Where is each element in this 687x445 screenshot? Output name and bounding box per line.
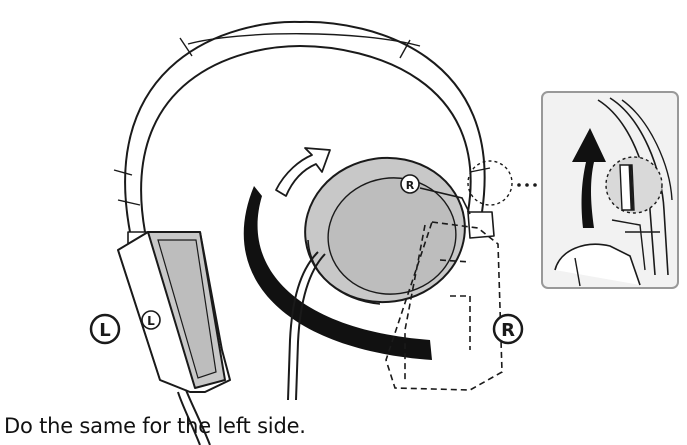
left-ear-cup: L: [117, 231, 231, 445]
instruction-caption: Do the same for the left side.: [4, 414, 306, 438]
right-marker: R: [492, 313, 524, 345]
curved-arrow-icon: [243, 147, 432, 360]
right-cable: [287, 251, 319, 401]
left-cup-marker-text: L: [147, 314, 155, 328]
right-cup-marker: [400, 174, 420, 194]
left-marker: L: [89, 313, 121, 345]
left-cable: [177, 391, 201, 445]
right-cup-marker-text: R: [406, 179, 415, 192]
right-ear-cup: R: [287, 156, 471, 401]
headband: [113, 20, 495, 247]
right-cup-original-position: [385, 221, 503, 391]
svg-text:L: L: [99, 320, 110, 341]
hinge-highlight: [467, 160, 537, 206]
svg-text:R: R: [501, 320, 515, 341]
arrow-up-icon: [572, 128, 606, 228]
left-cup-marker: [141, 310, 161, 330]
detail-inset: [541, 91, 679, 289]
